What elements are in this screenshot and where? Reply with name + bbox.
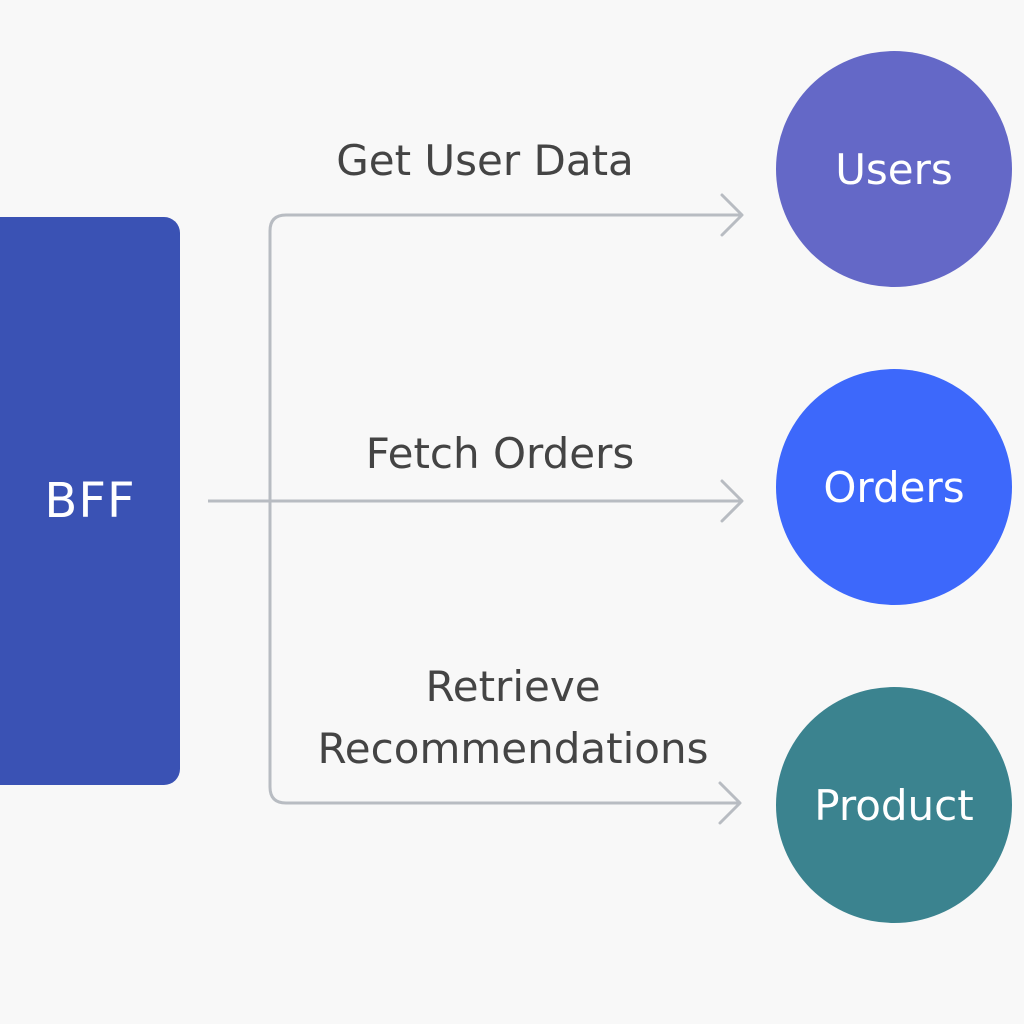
arrowhead-orders-icon — [720, 479, 744, 523]
edge-label-get-user-data: Get User Data — [290, 130, 680, 192]
edge-label-retrieve-recommendations: Retrieve Recommendations — [290, 656, 736, 780]
edge-label-line-1: Retrieve — [425, 662, 601, 711]
node-users-label: Users — [835, 144, 953, 194]
node-orders-label: Orders — [823, 462, 965, 512]
edge-label-fetch-orders: Fetch Orders — [300, 423, 700, 485]
arrowhead-users-icon — [720, 193, 744, 237]
bff-box: BFF — [0, 217, 180, 785]
edge-label-text: Fetch Orders — [365, 429, 635, 478]
bff-label: BFF — [44, 473, 136, 529]
arrowhead-product-icon — [718, 781, 742, 825]
edge-label-line-2: Recommendations — [317, 724, 709, 773]
edge-label-text: Get User Data — [336, 136, 634, 185]
connector-vertical-trunk — [268, 213, 287, 805]
node-users: Users — [776, 51, 1012, 287]
node-product: Product — [776, 687, 1012, 923]
node-product-label: Product — [814, 780, 974, 830]
node-orders: Orders — [776, 369, 1012, 605]
